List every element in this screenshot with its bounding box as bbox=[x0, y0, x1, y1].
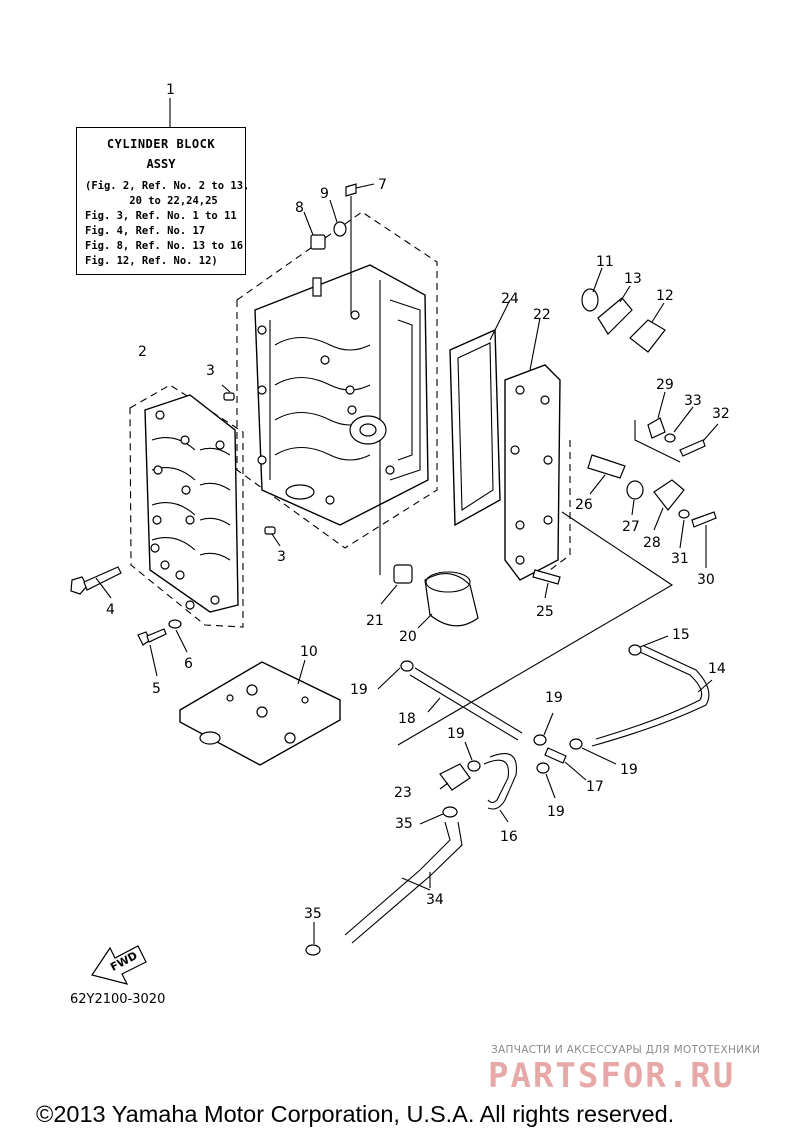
grommet-27 bbox=[626, 480, 644, 516]
cylinder-block bbox=[236, 211, 438, 549]
info-box-title: CYLINDER BLOCK bbox=[106, 137, 216, 151]
callout-31: 31 bbox=[671, 551, 689, 567]
callout-34: 34 bbox=[426, 892, 444, 908]
anode-frame bbox=[549, 440, 571, 571]
gasket-13 bbox=[597, 285, 633, 335]
callout-30: 30 bbox=[697, 572, 715, 588]
bracket-29 bbox=[647, 391, 666, 439]
cover-28 bbox=[653, 479, 685, 531]
callout-9: 9 bbox=[320, 186, 329, 202]
callout-1: 1 bbox=[166, 82, 175, 98]
hose-14 bbox=[591, 645, 713, 747]
info-box-line: (Fig. 2, Ref. No. 2 to 13, bbox=[85, 180, 250, 192]
washer bbox=[168, 619, 188, 653]
bolt-5 bbox=[137, 628, 167, 677]
callout-3: 3 bbox=[206, 363, 215, 379]
callout-19: 19 bbox=[447, 726, 465, 742]
washer-33 bbox=[664, 406, 694, 443]
dowel-pin bbox=[221, 384, 281, 547]
callout-numbers: 1 2 3 3 4 5 6 7 8 9 10 11 12 13 14 15 16… bbox=[106, 82, 730, 922]
gasket-24 bbox=[449, 299, 511, 527]
info-box-line: Fig. 4, Ref. No. 17 bbox=[85, 225, 206, 237]
info-box-line: Fig. 8, Ref. No. 13 to 16 bbox=[85, 240, 244, 252]
callout-3: 3 bbox=[277, 549, 286, 565]
hose-routing-line bbox=[397, 511, 674, 746]
joint-17 bbox=[544, 747, 587, 781]
thermostat-11 bbox=[581, 267, 603, 312]
info-box-subtitle: ASSY bbox=[146, 157, 176, 171]
callout-8: 8 bbox=[295, 200, 304, 216]
callout-7: 7 bbox=[378, 177, 387, 193]
callout-13: 13 bbox=[624, 271, 642, 287]
gasket-9 bbox=[329, 199, 347, 237]
callout-4: 4 bbox=[106, 602, 115, 618]
bolt-30 bbox=[691, 511, 717, 568]
callout-23: 23 bbox=[394, 785, 412, 801]
info-box-references: (Fig. 2, Ref. No. 2 to 13, 20 to 22,24,2… bbox=[77, 179, 250, 269]
callout-5: 5 bbox=[152, 681, 161, 697]
joint-23 bbox=[439, 763, 471, 791]
callout-19: 19 bbox=[620, 762, 638, 778]
callout-24: 24 bbox=[501, 291, 519, 307]
plug-8 bbox=[303, 211, 326, 250]
bolt-32 bbox=[679, 423, 719, 457]
copyright-notice: ©2013 Yamaha Motor Corporation, U.S.A. A… bbox=[36, 1101, 675, 1127]
bolt-25 bbox=[532, 569, 561, 599]
info-box-line: 20 to 22,24,25 bbox=[85, 195, 218, 207]
watermark-tagline: ЗАПЧАСТИ И АКСЕССУАРЫ ДЛЯ МОТОТЕХНИКИ bbox=[491, 1044, 761, 1056]
callout-29: 29 bbox=[656, 377, 674, 393]
callout-10: 10 bbox=[300, 644, 318, 660]
assembly-info-box: CYLINDER BLOCK ASSY (Fig. 2, Ref. No. 2 … bbox=[76, 127, 250, 275]
callout-28: 28 bbox=[643, 535, 661, 551]
callout-35: 35 bbox=[395, 816, 413, 832]
callout-2: 2 bbox=[138, 344, 147, 360]
hose-16 bbox=[483, 753, 518, 823]
callout-33: 33 bbox=[684, 393, 702, 409]
callout-35: 35 bbox=[304, 906, 322, 922]
watermark-logo: PARTSFOR.RU bbox=[488, 1056, 736, 1096]
exhaust-cover-22 bbox=[504, 317, 561, 581]
fwd-arrow-icon: FWD bbox=[91, 945, 147, 985]
callout-32: 32 bbox=[712, 406, 730, 422]
callout-11: 11 bbox=[596, 254, 614, 270]
hose-34 bbox=[344, 821, 463, 944]
callout-14: 14 bbox=[708, 661, 726, 677]
oil-filter-20 bbox=[417, 571, 479, 629]
clip-15 bbox=[628, 635, 669, 656]
anode-26 bbox=[587, 454, 626, 495]
washer-31 bbox=[678, 509, 690, 549]
callout-19: 19 bbox=[547, 804, 565, 820]
callout-26: 26 bbox=[575, 497, 593, 513]
callout-6: 6 bbox=[184, 656, 193, 672]
callout-16: 16 bbox=[500, 829, 518, 845]
callout-22: 22 bbox=[533, 307, 551, 323]
callout-15: 15 bbox=[672, 627, 690, 643]
cylinder-head-cover bbox=[129, 384, 244, 628]
callout-18: 18 bbox=[398, 711, 416, 727]
bracket-frame bbox=[634, 420, 681, 463]
drawing-code: 62Y2100-3020 bbox=[70, 992, 166, 1007]
callout-17: 17 bbox=[586, 779, 604, 795]
callout-27: 27 bbox=[622, 519, 640, 535]
callout-19: 19 bbox=[350, 682, 368, 698]
callout-12: 12 bbox=[656, 288, 674, 304]
cover-12 bbox=[629, 302, 666, 353]
gasket-10 bbox=[179, 659, 341, 766]
callout-19: 19 bbox=[545, 690, 563, 706]
callout-20: 20 bbox=[399, 629, 417, 645]
callout-21: 21 bbox=[366, 613, 384, 629]
clamp-35 bbox=[305, 806, 458, 956]
clamp-19 bbox=[377, 660, 617, 799]
callout-25: 25 bbox=[536, 604, 554, 620]
bolt bbox=[70, 566, 122, 599]
union-21 bbox=[379, 470, 413, 605]
screw-7 bbox=[345, 183, 375, 315]
hose-18 bbox=[409, 667, 523, 741]
info-box-line: Fig. 12, Ref. No. 12) bbox=[85, 255, 218, 267]
info-box-line: Fig. 3, Ref. No. 1 to 11 bbox=[85, 210, 237, 222]
